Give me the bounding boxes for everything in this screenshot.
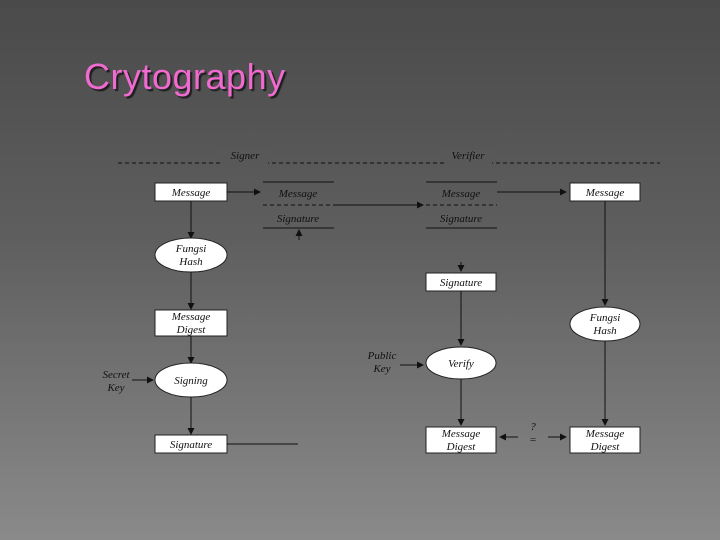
verifier-digest-left-line2: Digest [446, 441, 477, 453]
signer-signature-label: Signature [170, 439, 212, 451]
signer-hash-line1: Fungsi [175, 243, 207, 255]
verifier-digest-left-box [425, 426, 497, 454]
compare-equals: = [529, 434, 536, 446]
verifier-label: Verifier [452, 150, 486, 162]
slide-title: Crytography [84, 56, 286, 97]
verifier-signature-label: Signature [440, 277, 482, 289]
verifier-message-out-label: Message [585, 187, 625, 199]
verifier-digest-left-line1: Message [441, 428, 481, 440]
signing-label: Signing [174, 375, 208, 387]
secret-key-line1: Secret [102, 369, 130, 381]
public-key-line2: Key [372, 363, 390, 375]
verifier-hash-line1: Fungsi [589, 312, 621, 324]
signer-hash-line2: Hash [178, 256, 203, 268]
verifier-digest-right-box [569, 426, 641, 454]
verifier-message-in-label: Message [441, 188, 481, 200]
transfer-signature-label: Signature [277, 213, 319, 225]
verifier-digest-right-line1: Message [585, 428, 625, 440]
signer-digest-line1: Message [171, 311, 211, 323]
verifier-digest-right-line2: Digest [590, 441, 621, 453]
public-key-line1: Public [367, 350, 397, 362]
signer-digest-line2: Digest [176, 324, 207, 336]
compare-question: ? [530, 421, 536, 433]
verifier-hash-line2: Hash [592, 325, 617, 337]
verifier-signature-in-label: Signature [440, 213, 482, 225]
signer-digest-box [154, 309, 228, 337]
signer-message-label: Message [171, 187, 211, 199]
secret-key-line2: Key [106, 382, 124, 394]
verify-label: Verify [448, 358, 474, 370]
transfer-message-label: Message [278, 188, 318, 200]
signer-label: Signer [231, 150, 260, 162]
